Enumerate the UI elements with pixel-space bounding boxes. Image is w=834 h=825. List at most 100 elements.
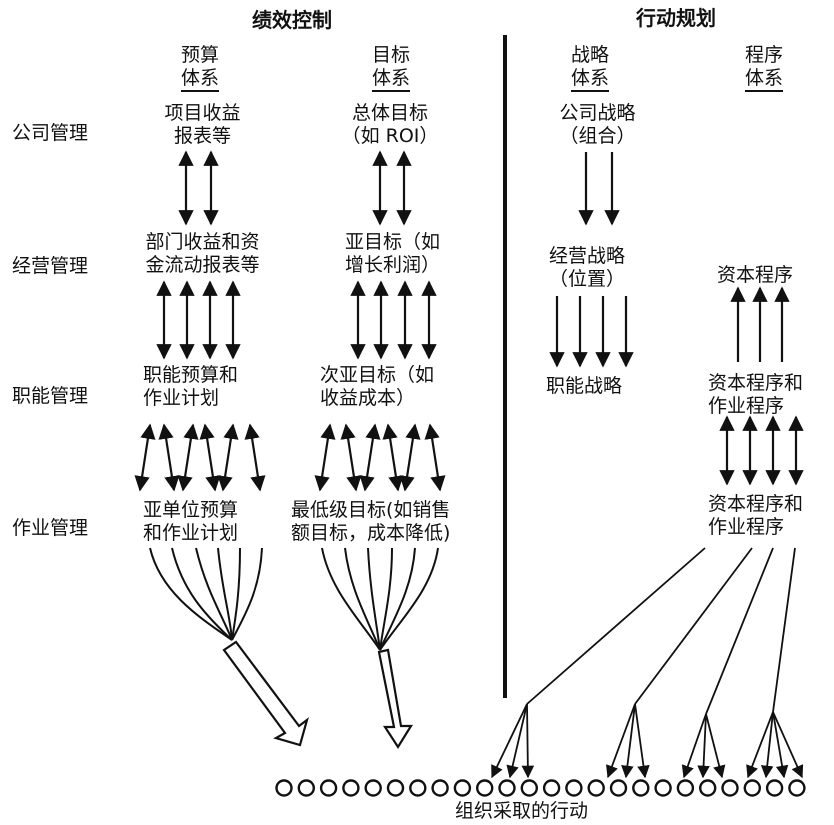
strategy-corporate-l1: 公司战略 — [559, 102, 636, 124]
target-functional-node: 次亚目标（如 收益成本） — [320, 364, 434, 410]
program-arrows-2 — [719, 415, 804, 486]
action-circle — [297, 779, 315, 797]
action-circle — [565, 779, 583, 797]
strategy-operating-node: 经营战略 （位置） — [532, 245, 642, 291]
budget-operational-l1: 亚单位预算 — [143, 499, 239, 521]
budget-operating-l2: 金流动报表等 — [145, 254, 260, 276]
action-circle — [453, 779, 472, 797]
program-operational-node: 资本程序和 作业程序 — [708, 493, 803, 539]
target-operational-l2: 额目标，成本降低) — [291, 522, 451, 544]
budget-arrows-2 — [156, 280, 241, 360]
target-operating-l2: 增长利润） — [345, 254, 441, 276]
target-corporate-l1: 总体目标 — [351, 102, 428, 124]
budget-functional-node: 职能预算和 作业计划 — [143, 364, 238, 410]
budget-operating-l1: 部门收益和资 — [145, 231, 260, 253]
action-circle — [431, 779, 449, 797]
system-target-l2: 体系 — [371, 67, 410, 92]
action-circle — [342, 779, 360, 797]
strategy-functional-node: 职能战略 — [546, 375, 622, 398]
program-operational-l1: 资本程序和 — [708, 493, 804, 515]
action-circle — [409, 779, 427, 797]
actions-label: 组织采取的行动 — [455, 800, 589, 822]
level-operating: 经营管理 — [12, 255, 89, 277]
program-action-lines — [491, 547, 804, 779]
budget-corporate-node: 项目收益 报表等 — [140, 102, 265, 148]
action-circle — [654, 779, 672, 797]
target-operational-node: 最低级目标(如销售 额目标，成本降低) — [291, 499, 450, 545]
action-circle — [587, 779, 605, 797]
program-arrows-1 — [730, 286, 790, 362]
program-functional-node: 资本程序和 作业程序 — [708, 372, 803, 418]
system-program-l1: 程序 — [744, 44, 783, 66]
action-circle — [498, 779, 516, 797]
strategy-arrows-2 — [549, 296, 634, 368]
system-budget-l2: 体系 — [180, 67, 219, 92]
action-circle — [275, 779, 293, 797]
target-arrows-3 — [314, 423, 446, 492]
target-funnel-arrow — [377, 648, 413, 750]
action-circle — [721, 779, 739, 797]
target-arrows-2 — [350, 280, 437, 360]
action-circle — [542, 779, 561, 797]
strategy-operating-l2: （位置） — [548, 268, 625, 290]
system-strategy-l1: 战略 — [570, 44, 609, 66]
action-circle — [632, 779, 650, 797]
action-circle — [676, 779, 695, 797]
level-functional: 职能管理 — [12, 385, 89, 407]
action-circle — [788, 779, 806, 797]
action-circles — [275, 779, 806, 797]
system-program: 程序 体系 — [724, 44, 804, 92]
strategy-operating-l1: 经营战略 — [548, 245, 625, 267]
system-budget-l1: 预算 — [180, 44, 219, 66]
target-functional-l1: 次亚目标（如 — [320, 364, 435, 386]
action-circle — [364, 779, 382, 797]
budget-functional-l1: 职能预算和 — [143, 364, 239, 386]
target-operational-l1: 最低级目标(如销售 — [291, 499, 451, 521]
action-circle — [609, 779, 628, 797]
budget-arrows-3 — [134, 423, 266, 492]
strategy-functional-l1: 职能战略 — [546, 375, 623, 397]
budget-corporate-l2: 报表等 — [173, 125, 231, 147]
budget-operational-l2: 和作业计划 — [143, 522, 239, 544]
system-target: 目标 体系 — [351, 44, 431, 92]
action-circle — [520, 779, 538, 797]
budget-operating-node: 部门收益和资 金流动报表等 — [130, 231, 275, 277]
target-funnel — [321, 547, 439, 651]
target-operating-l1: 亚目标（如 — [345, 231, 441, 253]
action-circle — [319, 779, 338, 797]
budget-funnel — [149, 547, 263, 641]
system-target-l1: 目标 — [371, 44, 410, 66]
target-functional-l2: 收益成本） — [320, 387, 416, 409]
program-operating-node: 资本程序 — [717, 264, 793, 287]
program-functional-l2: 作业程序 — [708, 395, 785, 417]
heading-performance-control: 绩效控制 — [252, 8, 332, 32]
action-circle — [476, 779, 494, 797]
budget-operational-node: 亚单位预算 和作业计划 — [143, 499, 238, 545]
target-corporate-node: 总体目标 （如 ROI） — [330, 102, 450, 148]
system-strategy-l2: 体系 — [570, 67, 609, 92]
budget-funnel-arrow — [222, 640, 309, 747]
strategy-corporate-node: 公司战略 （组合） — [545, 102, 650, 148]
target-corporate-l2: （如 ROI） — [341, 125, 439, 147]
target-operating-node: 亚目标（如 增长利润） — [345, 231, 440, 277]
level-corporate: 公司管理 — [12, 122, 89, 144]
action-circle — [765, 779, 784, 797]
program-operating-l1: 资本程序 — [717, 264, 794, 286]
budget-arrows-1 — [178, 150, 219, 226]
system-program-l2: 体系 — [744, 67, 783, 92]
action-circle — [699, 779, 717, 797]
target-arrows-1 — [372, 150, 412, 226]
level-operational: 作业管理 — [12, 517, 89, 539]
program-operational-l2: 作业程序 — [708, 516, 785, 538]
system-strategy: 战略 体系 — [550, 44, 630, 92]
heading-action-planning: 行动规划 — [636, 6, 716, 30]
budget-functional-l2: 作业计划 — [143, 387, 220, 409]
strategy-arrows-1 — [578, 152, 620, 226]
system-budget: 预算 体系 — [160, 44, 240, 92]
strategy-corporate-l2: （组合） — [559, 125, 636, 147]
action-circle — [743, 779, 761, 797]
budget-corporate-l1: 项目收益 — [164, 102, 241, 124]
action-circle — [386, 779, 405, 797]
